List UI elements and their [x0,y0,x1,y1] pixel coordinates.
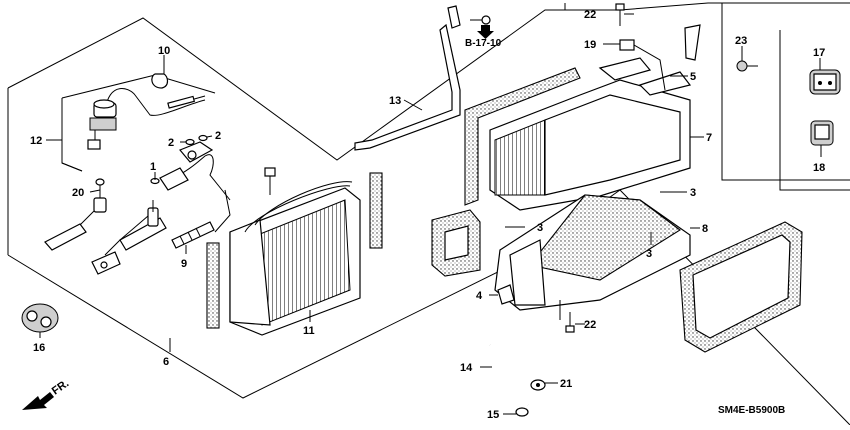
callout-3b: 3 [537,222,543,234]
callout-22a: 22 [584,9,596,21]
expansion-valve [87,88,206,150]
callout-2a: 2 [168,137,174,149]
grommet-16 [21,303,59,333]
bracket-13 [354,5,491,151]
clip-10 [151,73,169,89]
switch-17 [809,69,841,95]
callout-4: 4 [476,290,483,302]
callout-21: 21 [560,378,572,390]
screws-22 [565,3,625,333]
callout-13: 13 [389,95,401,107]
callout-15: 15 [487,409,499,421]
callout-9: 9 [181,258,187,270]
nut-23 [736,60,758,72]
ref-label: B-17-10 [465,38,502,49]
assembly-outline-6 [7,2,850,426]
callout-8: 8 [702,223,708,235]
front-arrow-icon: FR. [22,377,71,410]
callout-3a: 3 [690,187,696,199]
upper-case-7 [489,24,701,211]
diagram-code: SM4E-B5900B [718,405,785,416]
callout-14: 14 [460,362,473,374]
sensor-18 [810,120,834,146]
pipe-assembly [44,141,231,275]
foam-block [431,209,481,277]
callout-6: 6 [163,356,169,368]
callout-5: 5 [690,71,696,83]
callout-3c: 3 [646,248,652,260]
callout-19: 19 [584,39,596,51]
callout-17: 17 [813,47,825,59]
callout-12: 12 [30,135,42,147]
callout-7: 7 [706,132,712,144]
ref-down-arrow-icon [477,25,494,39]
front-label: FR. [50,377,71,397]
evaporator-core-11 [229,167,361,336]
lower-case-8 [494,194,691,320]
callout-11: 11 [303,325,315,337]
callout-23: 23 [735,35,747,47]
drain-hose-14 [487,342,546,417]
callout-10: 10 [158,45,170,57]
clip-4 [497,284,515,305]
foam-seals [206,172,383,329]
callout-1: 1 [150,161,156,173]
callout-labels: 10 12 1 2 2 20 9 11 6 16 13 B-17-10 22 1… [30,9,825,421]
callout-18: 18 [813,162,825,174]
filter-strip-9 [171,221,215,249]
gasket-frame [679,221,803,353]
leader-lines [39,13,822,415]
callout-2b: 2 [215,130,221,142]
callout-22b: 22 [584,319,596,331]
foam-seal-case [464,67,581,206]
callout-20: 20 [72,187,84,199]
callout-16: 16 [33,342,45,354]
